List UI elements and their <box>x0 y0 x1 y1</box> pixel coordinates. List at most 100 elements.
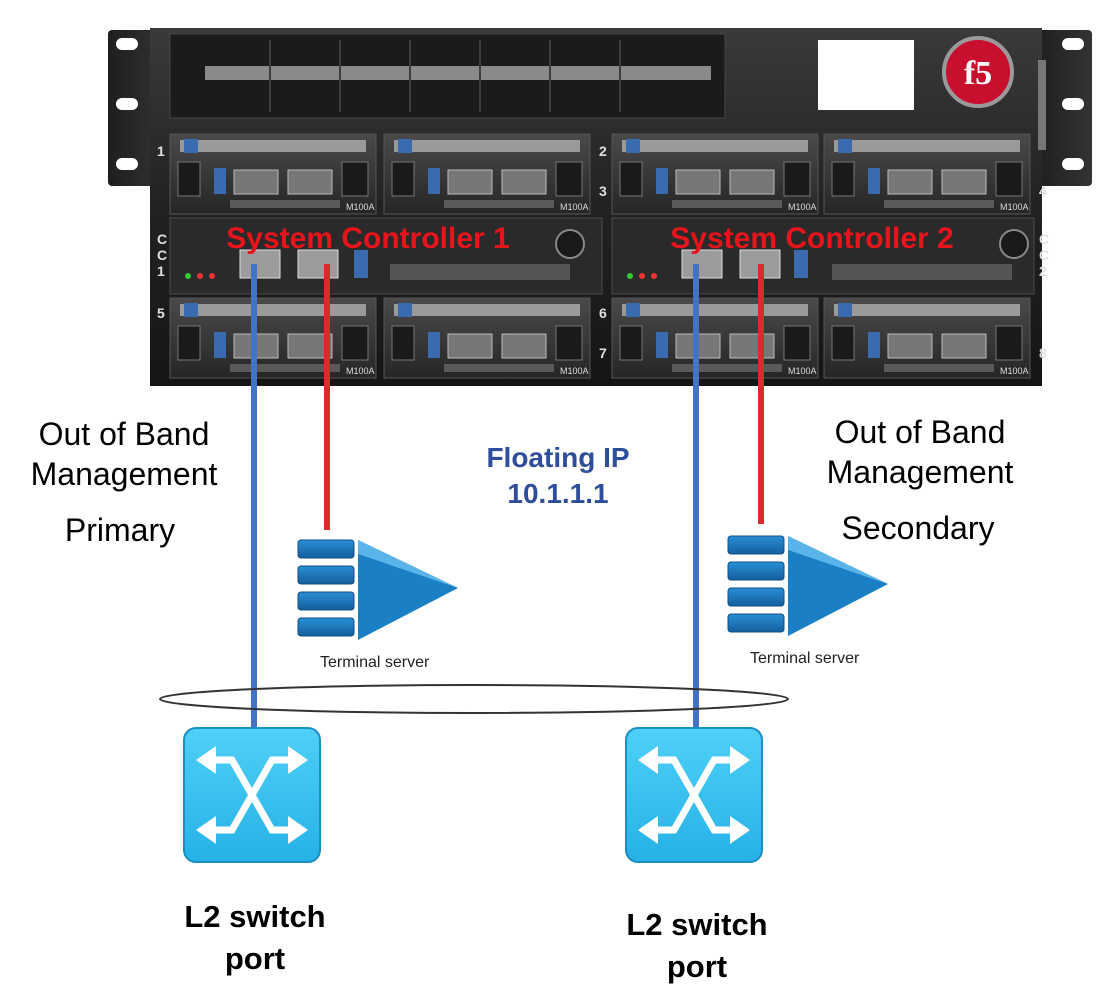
blade-port <box>447 169 493 195</box>
controller-2-led <box>627 273 633 279</box>
blade-latch <box>184 139 198 153</box>
cc1-label-num: 1 <box>157 263 165 279</box>
switch-label-line: port <box>224 941 286 976</box>
blade-port <box>501 169 547 195</box>
slot-numbers: 1 2 3 4 5 6 7 8 C C 1 C C 2 <box>157 143 1049 361</box>
oob-label-line: Out of Band <box>38 416 210 452</box>
blade-handle <box>834 304 1020 316</box>
terminal-server-arrow-highlight <box>358 540 458 588</box>
blade: M100A <box>823 133 1031 215</box>
terminal-server-stack-bar <box>727 535 785 555</box>
blade-vent <box>783 325 811 361</box>
l2-switch-port-label: L2 switch port <box>140 896 370 980</box>
blade-port <box>501 333 547 359</box>
blade-vent <box>555 325 583 361</box>
floating-ip-label: Floating IP 10.1.1.1 <box>448 440 668 512</box>
floating-ip-value: 10.1.1.1 <box>507 478 609 509</box>
blade-label-strip <box>230 364 340 372</box>
l2-switch-port-label: L2 switch port <box>582 904 812 988</box>
blade-model-label: M100A <box>346 202 375 212</box>
blade-usb <box>656 168 668 194</box>
terminal-server-stack-bar <box>297 617 355 637</box>
terminal-server-arrow <box>788 536 888 636</box>
blade: M100A <box>383 297 591 379</box>
controller-1-knob <box>555 229 585 259</box>
blade-port <box>233 169 279 195</box>
controller-1-led <box>209 273 215 279</box>
slot-number: 8 <box>1039 345 1047 361</box>
blade-latch <box>184 303 198 317</box>
blade-vent <box>341 161 369 197</box>
terminal-server-icon <box>727 535 888 636</box>
switch-arrowhead <box>730 816 750 844</box>
blade-vent <box>995 325 1023 361</box>
blade-port <box>675 169 721 195</box>
blade-vent <box>619 325 643 361</box>
blade-model-label: M100A <box>560 202 589 212</box>
blade-port <box>447 333 493 359</box>
mount-hole <box>1062 98 1084 110</box>
terminal-server-stack-bar <box>727 613 785 633</box>
blade: M100A <box>611 133 819 215</box>
blade-model-label: M100A <box>346 366 375 376</box>
blade-model-label: M100A <box>560 366 589 376</box>
terminal-server-icon <box>297 539 458 640</box>
mount-hole <box>116 38 138 50</box>
blade-port <box>887 169 933 195</box>
blade-handle <box>180 140 366 152</box>
controller-2-mgmt-port <box>681 249 723 279</box>
l2-switch-icon <box>183 727 321 863</box>
switch-arrowhead <box>288 746 308 774</box>
terminal-server-stack-bar <box>297 565 355 585</box>
controller-1-label-strip <box>390 264 570 280</box>
controller-2-label: System Controller 2 <box>670 222 953 255</box>
blade-label-strip <box>230 200 340 208</box>
mount-hole <box>1062 158 1084 170</box>
switch-arrowhead <box>638 746 658 774</box>
blade-latch <box>626 139 640 153</box>
blade-port <box>887 333 933 359</box>
blade: M100A <box>611 297 819 379</box>
slot-number: 3 <box>599 183 607 199</box>
blade-latch <box>626 303 640 317</box>
f5-logo <box>942 36 1014 108</box>
blade-handle <box>394 140 580 152</box>
blade-handle <box>834 140 1020 152</box>
controller-2-usb-port <box>794 250 808 278</box>
slot-number: 1 <box>157 143 165 159</box>
terminal-server-arrow <box>358 540 458 640</box>
links <box>251 264 764 728</box>
switch-arrowhead <box>196 746 216 774</box>
controller-2-led <box>651 273 657 279</box>
blade-vent <box>391 325 415 361</box>
blade-label-strip <box>884 364 994 372</box>
switch-arrowhead <box>288 816 308 844</box>
floating-ip-group-ellipse <box>159 684 789 714</box>
switch-label-line: L2 switch <box>626 907 768 942</box>
blade-vent <box>391 161 415 197</box>
blade-vent <box>177 325 201 361</box>
blade-vent <box>783 161 811 197</box>
blade-label-strip <box>672 200 782 208</box>
oob-label-line: Management <box>826 454 1014 490</box>
blade-latch <box>398 303 412 317</box>
controller-1-mgmt-port <box>239 249 281 279</box>
controller-2-led <box>639 273 645 279</box>
terminal-server-stack-bar <box>297 591 355 611</box>
floating-ip-title: Floating IP <box>486 442 630 473</box>
blade-usb <box>428 332 440 358</box>
controller-1-led <box>185 273 191 279</box>
switch-arrowhead <box>638 816 658 844</box>
f5-logo-text: f5 <box>964 55 992 92</box>
terminal-server-label: Terminal server <box>750 650 860 667</box>
blade-handle <box>622 140 808 152</box>
right-rack-ear <box>1034 30 1092 186</box>
switch-arrowhead <box>196 816 216 844</box>
mount-hole <box>116 98 138 110</box>
oob-secondary-label: Out of Band Management <box>808 412 1032 492</box>
blade: M100A <box>169 133 377 215</box>
blade-latch <box>838 139 852 153</box>
